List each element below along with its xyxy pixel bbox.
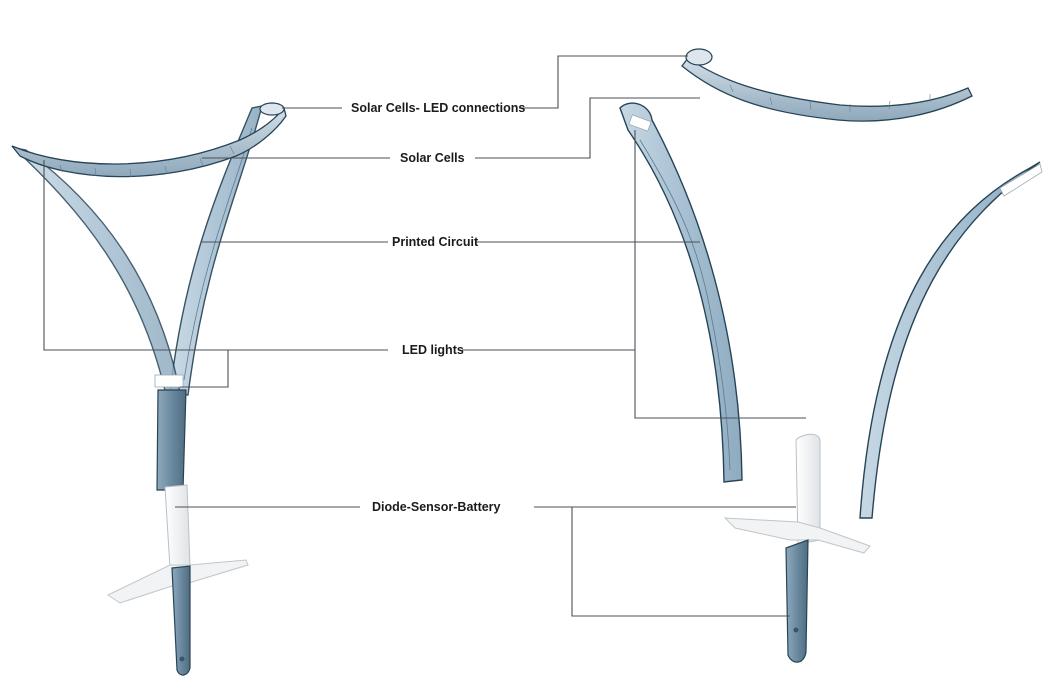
leader-solar-led-connections-right (519, 55, 688, 109)
exploded-solar-tab (685, 48, 713, 66)
left-lamp-left-arm (11, 146, 181, 396)
left-lamp-spike (171, 565, 191, 676)
left-spike-bolt (179, 656, 185, 662)
label-printed-circuit: Printed Circuit (392, 235, 479, 249)
label-solar-led-connections: Solar Cells- LED connections (351, 101, 525, 115)
left-lamp-connection-tab (259, 102, 285, 116)
exploded-solar-panel (681, 57, 973, 122)
exploded-parts (619, 48, 1043, 663)
left-lamp-right-arm-circuit (183, 127, 253, 381)
exploded-spike-bolt (793, 627, 799, 633)
exploded-right-arm-led (999, 163, 1043, 197)
left-lamp-solar-panel (11, 106, 287, 178)
leader-led-lights-left (43, 160, 388, 351)
left-lamp-battery-housing (164, 484, 191, 569)
leader-solar-cells-right (475, 97, 700, 159)
exploded-right-arm (859, 161, 1041, 519)
exploded-solar-cell-lines (729, 84, 931, 112)
label-led-lights: LED lights (402, 343, 464, 357)
leader-led-lights-exploded (634, 130, 806, 419)
left-lamp-led-strip (154, 374, 184, 388)
left-lamp-post (156, 389, 187, 491)
exploded-spike (785, 539, 809, 663)
exploded-bracket-upright (795, 433, 821, 545)
exploded-circuit-trace (639, 139, 731, 471)
leader-diode-spike (571, 507, 790, 617)
exploded-circuit-arm (619, 102, 743, 483)
label-diode-sensor-battery: Diode-Sensor-Battery (372, 500, 501, 514)
label-solar-cells: Solar Cells (400, 151, 465, 165)
labels: Solar Cells- LED connections Solar Cells… (351, 101, 525, 514)
exploded-bracket-plate (723, 517, 871, 554)
leader-lines (43, 55, 806, 617)
left-solar-cell-lines (59, 145, 235, 178)
exploded-arm-led (628, 114, 652, 132)
assembled-lamp (11, 102, 287, 676)
leader-led-lights-connector (180, 350, 229, 388)
